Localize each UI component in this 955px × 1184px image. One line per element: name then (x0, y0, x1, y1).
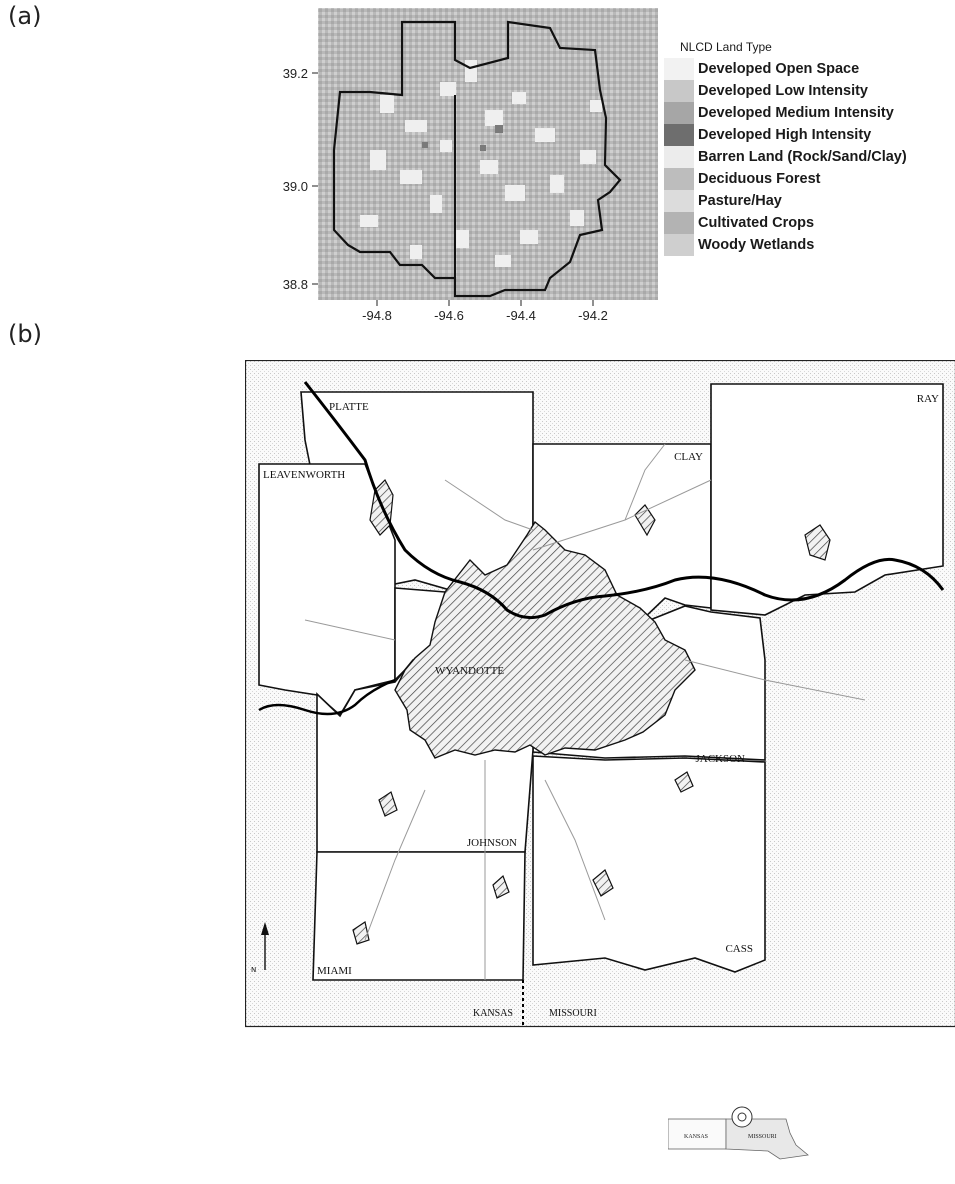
kansas-river (258, 678, 396, 716)
label-wyandotte: WYANDOTTE (435, 665, 504, 677)
x-tick-label: -94.8 (362, 308, 392, 320)
north-arrow: N (251, 922, 269, 974)
y-tick-label: 39.0 (283, 179, 308, 194)
legend-label: Woody Wetlands (698, 237, 815, 253)
legend-label: Developed Open Space (698, 61, 860, 77)
label-kansas: KANSAS (473, 1008, 513, 1019)
legend-label: Barren Land (Rock/Sand/Clay) (698, 149, 907, 165)
legend-label: Developed High Intensity (698, 127, 872, 143)
land-type-map: 39.2 39.0 38.8 -94.8 -94.6 -94.4 -94.2 (283, 8, 658, 320)
label-ray: RAY (917, 393, 939, 405)
developed-patches (360, 60, 602, 267)
x-tick-label: -94.4 (506, 308, 536, 320)
north-label: N (251, 966, 256, 974)
legend-item: Woody Wetlands (664, 234, 954, 256)
legend-swatch (664, 168, 694, 190)
y-tick-label: 38.8 (283, 277, 308, 292)
label-jackson: JACKSON (695, 753, 745, 765)
legend-label: Deciduous Forest (698, 171, 821, 187)
label-platte: PLATTE (329, 401, 369, 413)
x-tick-label: -94.2 (578, 308, 608, 320)
legend-item: Deciduous Forest (664, 168, 954, 190)
legend-label: Developed Low Intensity (698, 83, 868, 99)
legend-swatch (664, 102, 694, 124)
legend-item: Cultivated Crops (664, 212, 954, 234)
legend-swatch (664, 212, 694, 234)
axis-ticks (312, 72, 594, 306)
label-missouri: MISSOURI (549, 1008, 597, 1019)
inset-kansas-label: KANSAS (684, 1134, 708, 1140)
legend-swatch (664, 146, 694, 168)
county-ray (710, 383, 944, 616)
county-miami (312, 851, 526, 981)
county-cass (532, 755, 766, 973)
legend-label: Cultivated Crops (698, 215, 815, 231)
label-johnson: JOHNSON (467, 837, 517, 849)
legend-item: Developed Low Intensity (664, 80, 954, 102)
locator-inset: KANSAS MISSOURI (668, 1106, 809, 1160)
legend-label: Developed Medium Intensity (698, 105, 894, 121)
legend-title: NLCD Land Type (680, 40, 772, 54)
legend-item: Developed High Intensity (664, 124, 954, 146)
legend-swatch (664, 80, 694, 102)
legend-swatch (664, 124, 694, 146)
label-clay: CLAY (674, 451, 703, 463)
legend-label: Pasture/Hay (698, 193, 782, 209)
legend-item: Pasture/Hay (664, 190, 954, 212)
label-miami: MIAMI (317, 965, 352, 977)
high-intensity-patches (422, 125, 503, 151)
inset-locator-circle (731, 1106, 753, 1128)
inset-missouri-label: MISSOURI (748, 1134, 777, 1140)
legend-item: Developed Open Space (664, 58, 954, 80)
inset-missouri-shape (725, 1118, 809, 1160)
panel-a-label: (a) (8, 2, 42, 30)
legend-item: Developed Medium Intensity (664, 102, 954, 124)
label-leavenworth: LEAVENWORTH (263, 469, 345, 481)
x-tick-label: -94.6 (434, 308, 464, 320)
urban-area (394, 520, 696, 759)
metro-boundary (332, 20, 622, 298)
roads (304, 443, 866, 980)
county-map: PLATTE RAY CLAY LEAVENWORTH WYANDOTTE JA… (245, 360, 955, 1028)
panel-b-label: (b) (8, 320, 42, 348)
legend-swatch (664, 234, 694, 256)
missouri-river (303, 381, 945, 620)
raster-background (318, 8, 658, 300)
legend-swatch (664, 190, 694, 212)
y-tick-label: 39.2 (283, 66, 308, 81)
legend-swatch (664, 58, 694, 80)
legend-item: Barren Land (Rock/Sand/Clay) (664, 146, 954, 168)
label-cass: CASS (725, 943, 753, 955)
